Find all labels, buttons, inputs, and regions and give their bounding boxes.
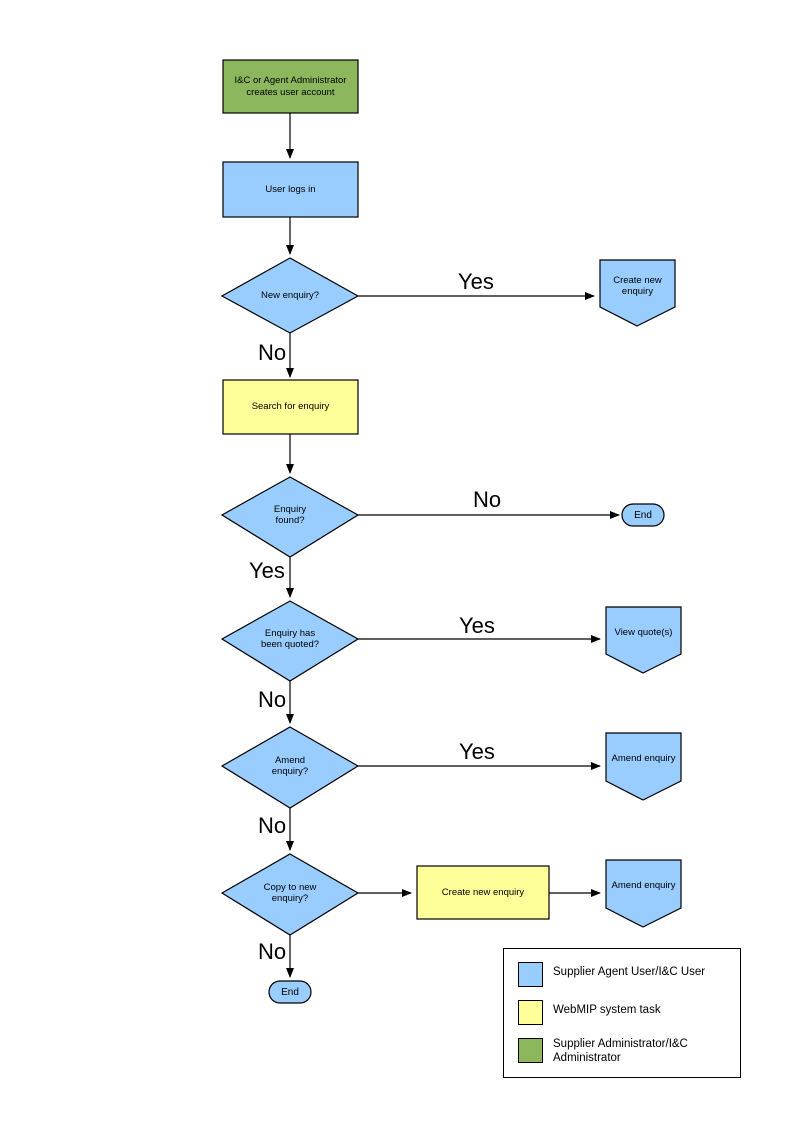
- node-create-new-enquiry-2[interactable]: [416, 865, 550, 920]
- node-end-1[interactable]: [621, 503, 665, 527]
- legend-swatch-green: [518, 1038, 543, 1063]
- node-new-enquiry-decision[interactable]: [220, 257, 360, 334]
- legend-item-supplier-administrator: Supplier Administrator/I&C Administrator: [518, 1038, 688, 1065]
- node-create-new-enquiry-1[interactable]: [599, 259, 676, 327]
- legend-item-supplier-agent-user: Supplier Agent User/I&C User: [518, 962, 705, 987]
- legend-label-supplier-agent-user: Supplier Agent User/I&C User: [553, 966, 706, 978]
- node-enquiry-found-decision[interactable]: [220, 476, 360, 558]
- node-label-end-1: End: [634, 509, 652, 521]
- node-amend-enquiry-decision[interactable]: [220, 726, 360, 809]
- node-end-2[interactable]: [268, 980, 312, 1004]
- node-amend-enquiry-1[interactable]: [605, 732, 682, 801]
- edge-label-enquiry-found-yes: Yes: [249, 558, 285, 583]
- node-amend-enquiry-2[interactable]: [605, 859, 682, 928]
- edge-label-enquiry-found-no: No: [473, 487, 502, 512]
- node-view-quotes[interactable]: [605, 606, 682, 674]
- edge-label-copy-to-new-enquiry-no: No: [258, 939, 287, 964]
- node-search-for-enquiry[interactable]: [222, 379, 359, 435]
- node-enquiry-quoted-decision[interactable]: [220, 600, 360, 682]
- legend-label-webmip-system-task: WebMIP system task: [553, 1004, 661, 1016]
- edge-label-enquiry-quoted-no: No: [258, 687, 287, 712]
- legend-swatch-yellow: [518, 1000, 543, 1025]
- node-user-logs-in[interactable]: [222, 161, 359, 218]
- node-label-end-2: End: [281, 986, 299, 998]
- legend-label-supplier-administrator: Supplier Administrator/I&C Administrator: [553, 1038, 688, 1064]
- edge-label-enquiry-quoted-yes: Yes: [459, 613, 495, 638]
- legend-box: Supplier Agent User/I&C User WebMIP syst…: [503, 948, 741, 1078]
- legend-swatch-blue: [518, 962, 543, 987]
- node-admin-creates-account[interactable]: [222, 59, 359, 114]
- edge-label-amend-enquiry-yes: Yes: [459, 739, 495, 764]
- edge-label-new-enquiry-yes: Yes: [458, 269, 494, 294]
- legend-item-webmip-system-task: WebMIP system task: [518, 1000, 661, 1025]
- node-copy-to-new-enquiry-decision[interactable]: [220, 853, 360, 936]
- edge-label-new-enquiry-no: No: [258, 340, 287, 365]
- edge-label-amend-enquiry-no: No: [258, 813, 287, 838]
